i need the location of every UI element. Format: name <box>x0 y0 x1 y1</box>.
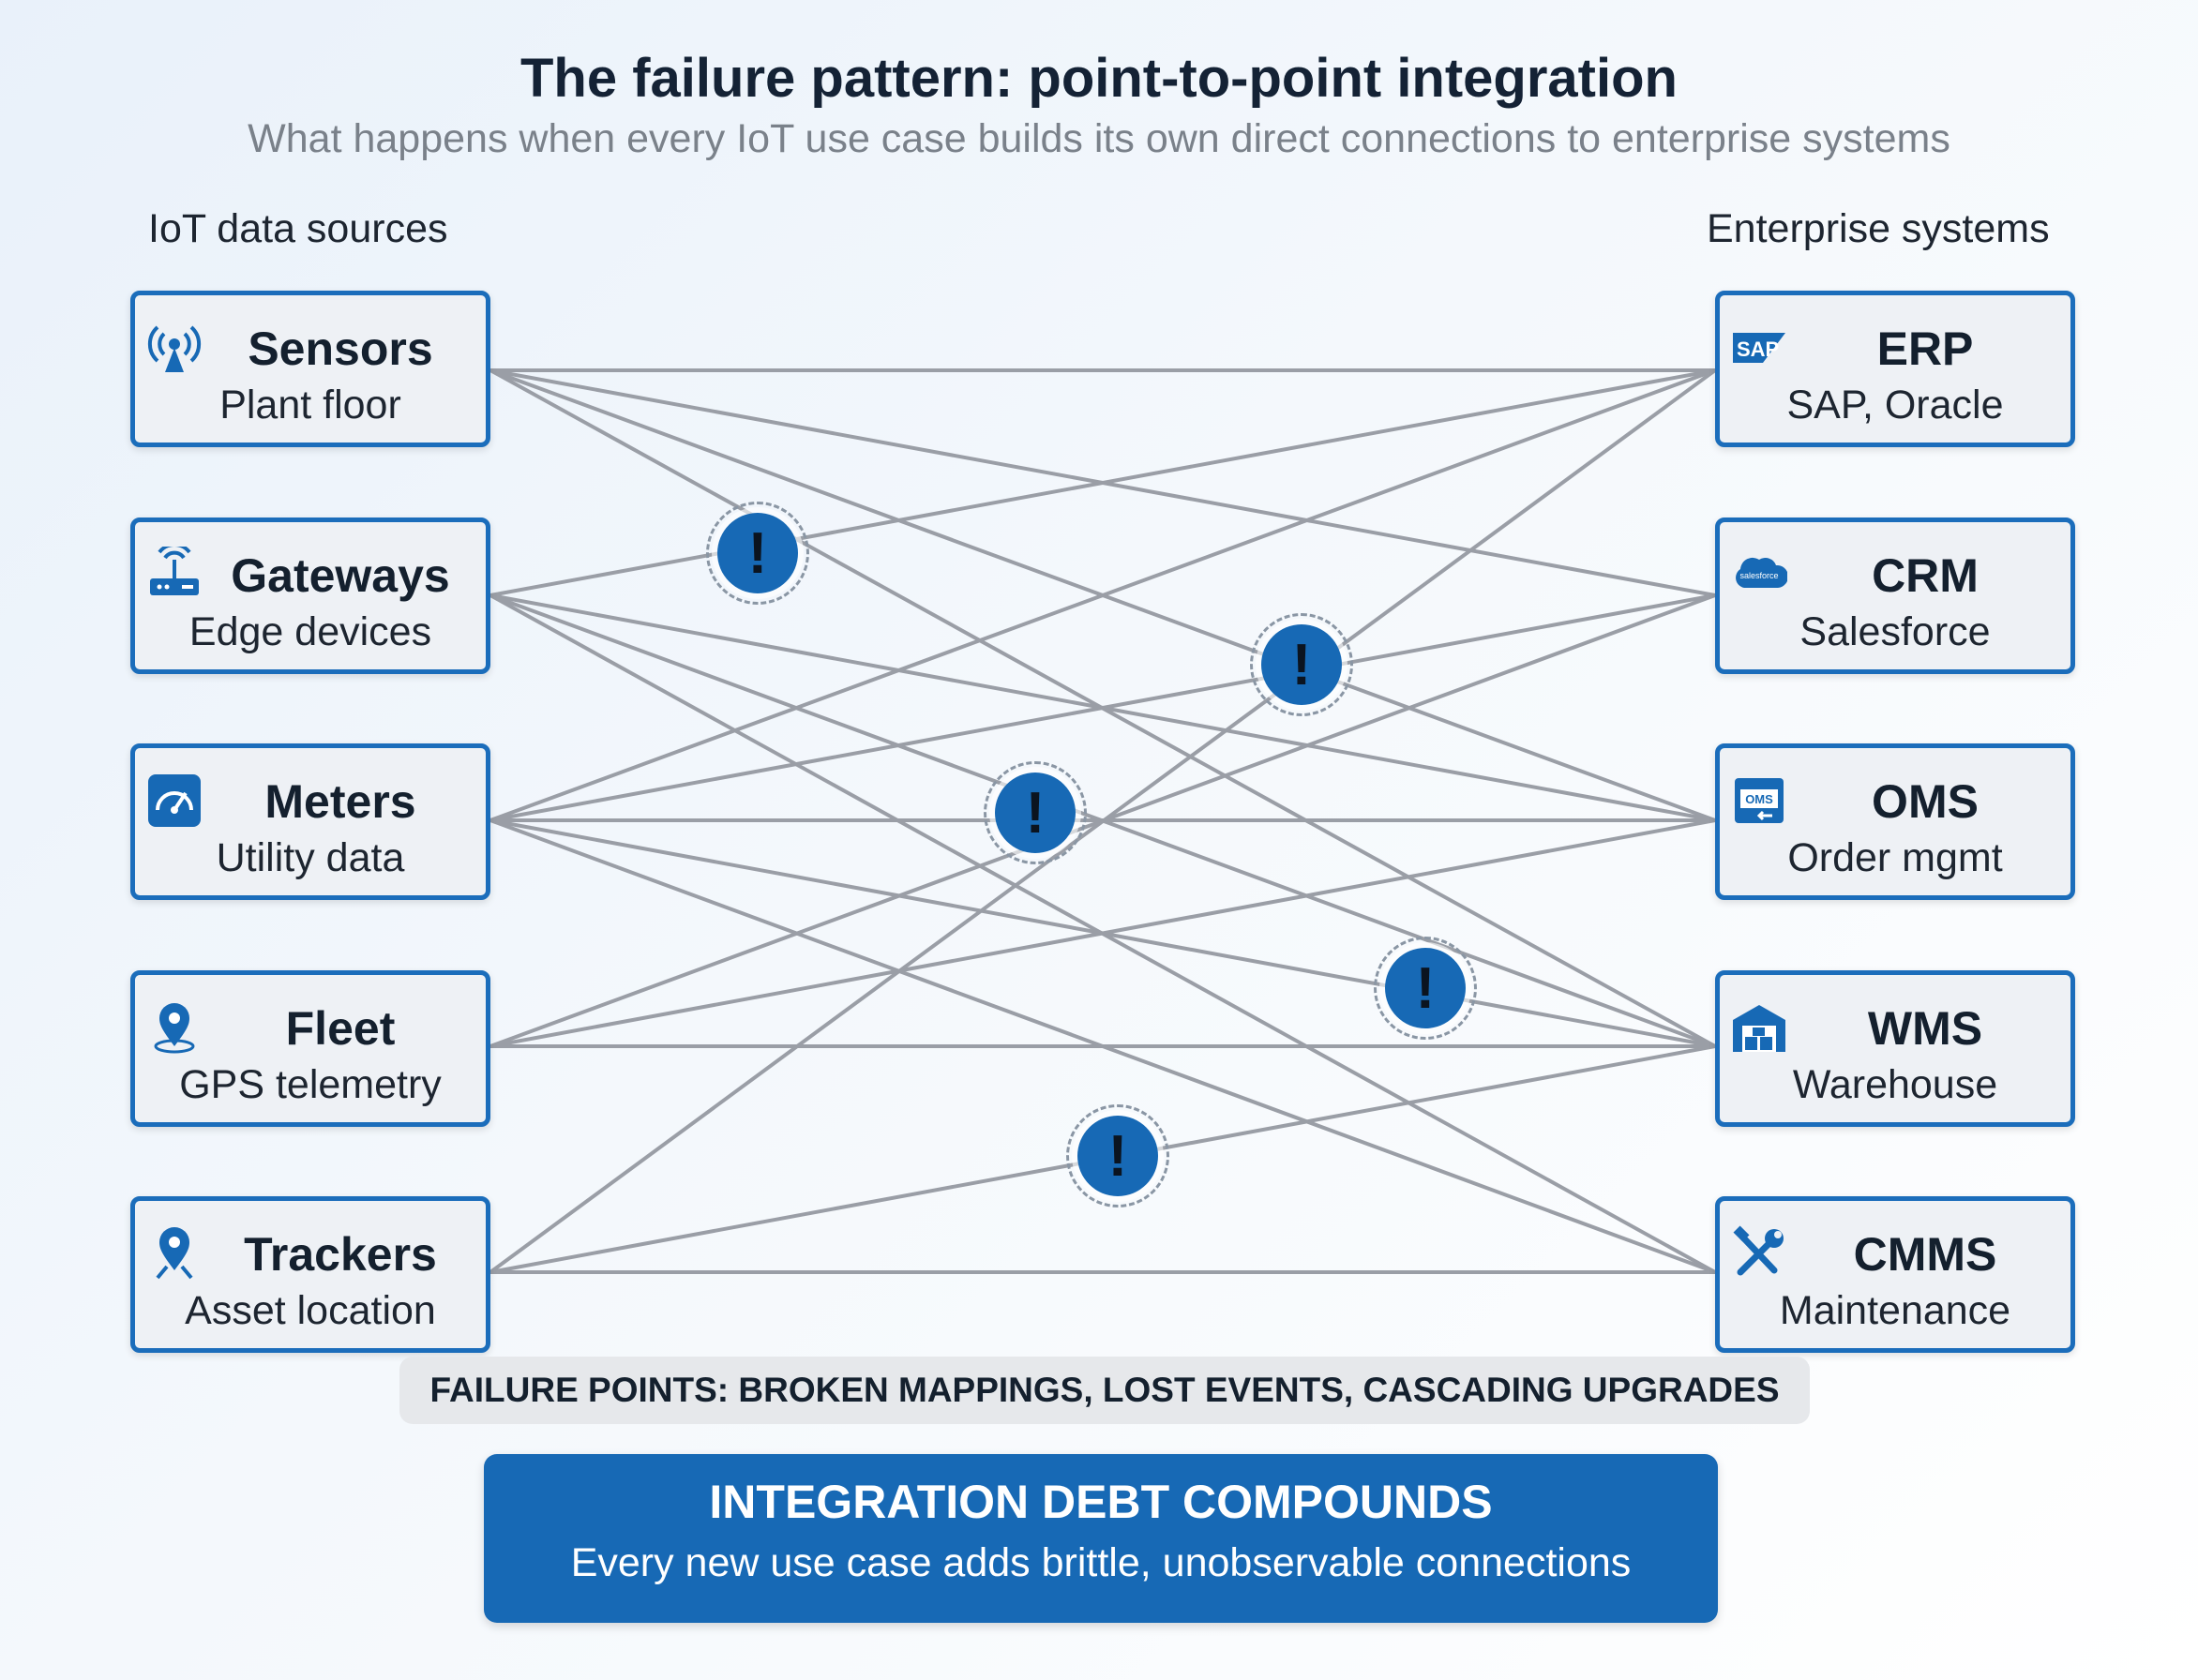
system-erp[interactable]: SAP ERP SAP, Oracle <box>1715 291 2075 447</box>
failure-point-icon: ! <box>1250 613 1353 716</box>
system-subtitle: Order mgmt <box>1787 835 2003 880</box>
system-name: CMMS <box>1853 1228 1997 1281</box>
system-name: WMS <box>1867 1002 1983 1055</box>
source-name: Gateways <box>231 549 450 602</box>
source-fleet[interactable]: Fleet GPS telemetry <box>130 970 490 1127</box>
system-subtitle: Maintenance <box>1779 1288 2011 1333</box>
failure-point-icon: ! <box>984 761 1087 864</box>
source-name: Trackers <box>244 1228 437 1281</box>
source-trackers[interactable]: Trackers Asset location <box>130 1196 490 1353</box>
system-name: OMS <box>1872 775 1979 828</box>
source-name: Fleet <box>285 1002 396 1055</box>
location-pin-icon <box>154 1003 195 1054</box>
callout-subtitle: Every new use case adds brittle, unobser… <box>570 1540 1632 1585</box>
sources-heading: IoT data sources <box>148 206 448 251</box>
connection-line <box>489 818 1716 1048</box>
source-subtitle: Edge devices <box>188 609 432 654</box>
integration-debt-callout: INTEGRATION DEBT COMPOUNDS Every new use… <box>484 1454 1718 1623</box>
source-subtitle: Plant floor <box>219 382 401 428</box>
system-subtitle: SAP, Oracle <box>1786 382 2004 428</box>
failure-point-icon: ! <box>706 502 809 605</box>
connection-line <box>489 368 1716 597</box>
source-meters[interactable]: Meters Utility data <box>130 743 490 900</box>
failure-points-banner: FAILURE POINTS: BROKEN MAPPINGS, LOST EV… <box>399 1357 1810 1424</box>
system-name: ERP <box>1876 322 1974 375</box>
source-subtitle: GPS telemetry <box>179 1062 442 1107</box>
gauge-icon <box>148 774 201 827</box>
alert-glyph: ! <box>1107 1124 1128 1189</box>
source-name: Sensors <box>248 322 433 375</box>
system-name: CRM <box>1872 549 1979 602</box>
alert-glyph: ! <box>1025 781 1046 846</box>
salesforce-logo-text: salesforce <box>1739 571 1778 580</box>
connection-line <box>489 368 1717 1274</box>
page-subtitle: What happens when every IoT use case bui… <box>248 116 1950 161</box>
system-subtitle: Warehouse <box>1792 1062 1998 1107</box>
source-gateways[interactable]: Gateways Edge devices <box>130 518 490 674</box>
source-subtitle: Asset location <box>185 1288 436 1333</box>
source-sensors[interactable]: Sensors Plant floor <box>130 291 490 447</box>
oms-window-icon: OMS <box>1735 778 1784 823</box>
system-oms[interactable]: OMS OMS Order mgmt <box>1715 743 2075 900</box>
sap-logo-text: SAP <box>1737 338 1779 361</box>
system-subtitle: Salesforce <box>1799 609 1991 654</box>
system-cmms[interactable]: CMMS Maintenance <box>1715 1196 2075 1353</box>
sap-logo-icon: SAP <box>1733 333 1785 363</box>
source-subtitle: Utility data <box>216 835 405 880</box>
failure-point-icon: ! <box>1374 937 1477 1040</box>
oms-logo-text: OMS <box>1745 792 1773 806</box>
location-pin-icon <box>156 1227 193 1280</box>
salesforce-cloud-icon: salesforce <box>1736 558 1787 588</box>
page-title: The failure pattern: point-to-point inte… <box>520 48 1678 109</box>
callout-title: INTEGRATION DEBT COMPOUNDS <box>709 1476 1493 1528</box>
system-wms[interactable]: WMS Warehouse <box>1715 970 2075 1127</box>
connection-line <box>489 593 1716 822</box>
warehouse-icon <box>1733 1005 1785 1052</box>
alert-glyph: ! <box>1415 956 1436 1021</box>
alert-glyph: ! <box>747 521 768 586</box>
wrench-screwdriver-icon <box>1733 1225 1784 1276</box>
connection-line <box>489 368 1716 822</box>
system-crm[interactable]: salesforce CRM Salesforce <box>1715 518 2075 674</box>
systems-heading: Enterprise systems <box>1707 206 2050 251</box>
router-icon <box>150 547 199 595</box>
alert-glyph: ! <box>1291 633 1312 698</box>
failure-point-icon: ! <box>1066 1104 1169 1208</box>
sensor-antenna-icon <box>147 325 202 372</box>
source-name: Meters <box>264 775 416 828</box>
